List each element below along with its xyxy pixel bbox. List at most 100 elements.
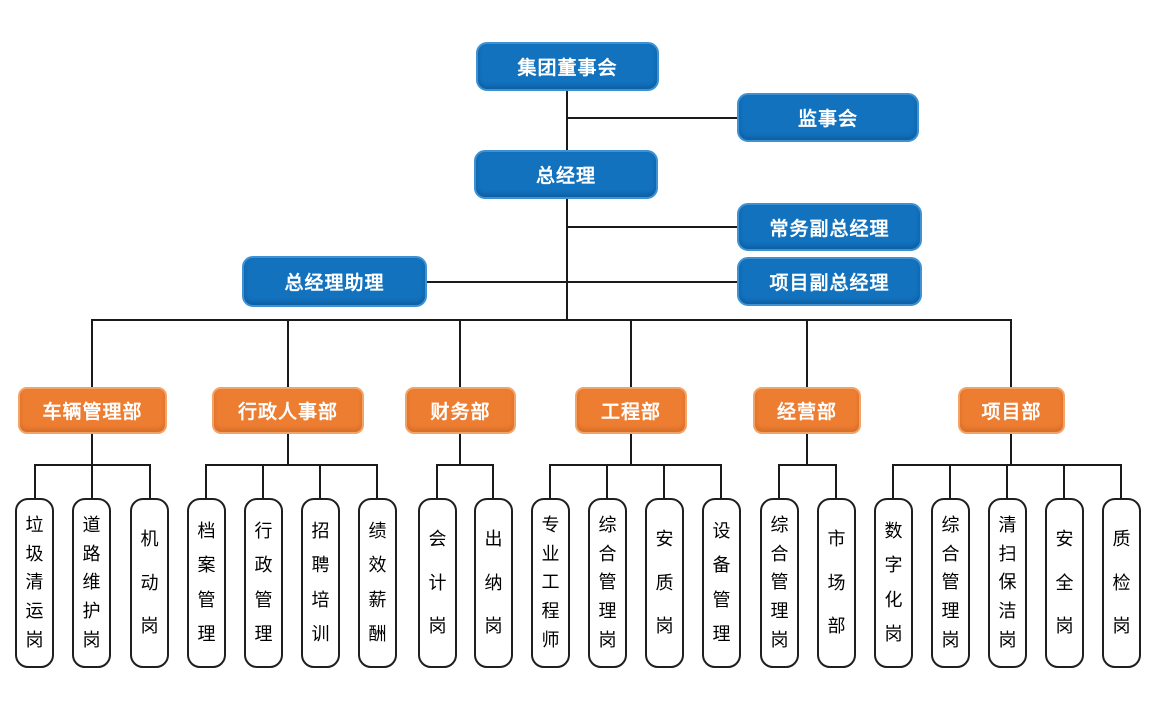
position-box: 质检岗 [1102,498,1141,668]
department-box-engineering: 工程部 [575,387,687,434]
position-box: 综合管理岗 [931,498,970,668]
connector-line [91,464,93,498]
connector-line [835,464,837,498]
position-box: 出纳岗 [474,498,513,668]
connector-line [892,464,1122,466]
position-box: 综合管理岗 [760,498,799,668]
connector-line [606,464,608,498]
connector-line [566,91,568,321]
position-label: 垃圾清运岗 [25,514,44,651]
connector-line [376,464,378,498]
position-box: 数字化岗 [874,498,913,668]
connector-line [806,319,808,387]
position-box: 安质岗 [645,498,684,668]
position-label: 综合管理岗 [598,514,617,651]
connector-line [549,464,722,466]
connector-line [91,319,93,387]
position-label: 数字化岗 [884,520,903,645]
position-label: 会计岗 [428,529,447,636]
department-label: 行政人事部 [237,402,338,423]
position-label: 绩效薪酬 [368,520,387,645]
org-box-board: 集团董事会 [476,42,659,91]
connector-line [892,464,894,498]
position-label: 行政管理 [254,520,273,645]
department-box-operations: 经营部 [753,387,861,434]
department-label: 财务部 [430,402,491,423]
connector-line [566,117,737,119]
position-label: 出纳岗 [484,529,503,636]
position-label: 综合管理岗 [770,514,789,651]
connector-line [1006,464,1008,498]
department-box-vehicle-management: 车辆管理部 [18,387,167,434]
connector-line [91,319,1012,321]
org-box-supervisory: 监事会 [737,93,919,142]
org-box-board-label: 集团董事会 [517,58,618,79]
connector-line [1063,464,1065,498]
connector-line [319,464,321,498]
org-box-general-manager-label: 总经理 [535,166,596,187]
position-box: 综合管理岗 [588,498,627,668]
connector-line [778,464,837,466]
position-box: 安全岗 [1045,498,1084,668]
connector-line [262,464,264,498]
connector-line [287,434,289,465]
org-box-supervisory-label: 监事会 [797,109,858,130]
position-label: 综合管理岗 [941,514,960,651]
org-box-gm-assistant-label: 总经理助理 [284,273,385,294]
position-label: 招聘培训 [311,520,330,645]
position-label: 质检岗 [1112,529,1131,636]
position-label: 机动岗 [140,529,159,636]
position-label: 道路维护岗 [82,514,101,651]
position-label: 安质岗 [655,529,674,636]
department-label: 经营部 [776,402,837,423]
position-label: 专业工程师 [541,514,560,651]
connector-line [720,464,722,498]
department-label: 项目部 [981,402,1042,423]
department-box-finance: 财务部 [405,387,516,434]
department-box-project: 项目部 [958,387,1065,434]
connector-line [287,319,289,387]
connector-line [205,464,207,498]
connector-line [34,464,151,466]
connector-line [778,464,780,498]
connector-line [1120,464,1122,498]
org-box-deputy-gm-executive: 常务副总经理 [737,203,922,251]
org-box-deputy-gm-executive-label: 常务副总经理 [769,218,890,240]
position-box: 清扫保洁岗 [988,498,1027,668]
position-label: 市场部 [827,529,846,636]
position-box: 垃圾清运岗 [15,498,54,668]
org-box-gm-assistant: 总经理助理 [242,256,427,307]
connector-line [427,281,737,283]
org-box-deputy-gm-project: 项目副总经理 [737,257,922,306]
connector-line [630,434,632,465]
position-box: 招聘培训 [301,498,340,668]
position-box: 专业工程师 [531,498,570,668]
connector-line [459,319,461,387]
connector-line [34,464,36,498]
connector-line [149,464,151,498]
position-box: 道路维护岗 [72,498,111,668]
org-box-deputy-gm-project-label: 项目副总经理 [769,273,890,294]
connector-line [630,319,632,387]
position-label: 安全岗 [1055,529,1074,636]
position-box: 会计岗 [418,498,457,668]
position-box: 档案管理 [187,498,226,668]
position-label: 设备管理 [712,520,731,645]
connector-line [492,464,494,498]
connector-line [436,464,438,498]
department-box-admin-hr: 行政人事部 [212,387,364,434]
connector-line [566,226,737,228]
connector-line [459,434,461,465]
connector-line [1010,319,1012,387]
department-label: 车辆管理部 [42,402,143,423]
connector-line [1010,434,1012,465]
position-box: 行政管理 [244,498,283,668]
connector-line [205,464,378,466]
connector-line [91,434,93,465]
position-label: 清扫保洁岗 [998,514,1017,651]
department-label: 工程部 [600,402,661,423]
position-box: 设备管理 [702,498,741,668]
connector-line [806,434,808,465]
connector-line [663,464,665,498]
